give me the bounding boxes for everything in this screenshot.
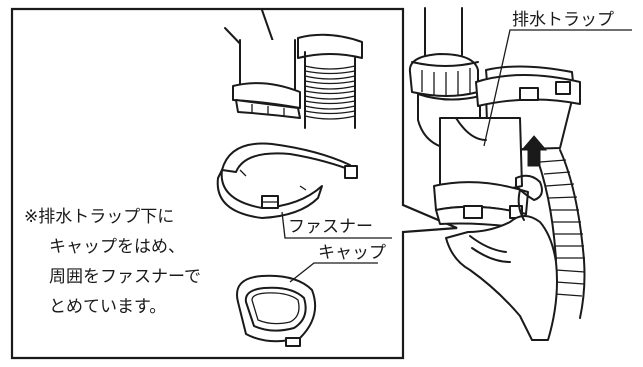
note-line-1: ※排水トラップ下に [24,207,174,227]
fastener-label: ファスナー [288,217,373,237]
fastener-callout: ファスナー [281,211,392,239]
detail-inset [10,7,458,360]
note-line-4: とめています。 [49,297,166,317]
note-line-2: キャップをはめ、 [49,237,185,257]
up-arrow-icon [520,135,548,167]
cap-callout: キャップ [289,243,386,283]
inset-frame [10,7,458,360]
note-line-3: 周囲をファスナーで [49,267,201,287]
fastener-detail [216,142,358,219]
installation-note: ※排水トラップ下に キャップをはめ、 周囲をファスナーで とめています。 [24,207,201,317]
drain-trap-callout: 排水トラップ [483,10,632,147]
trap-pipe-detail [224,9,363,129]
cap-detail [236,274,316,347]
drain-trap-label: 排水トラップ [512,10,614,30]
cap-label: キャップ [318,243,386,263]
trap-assembly [408,7,586,341]
